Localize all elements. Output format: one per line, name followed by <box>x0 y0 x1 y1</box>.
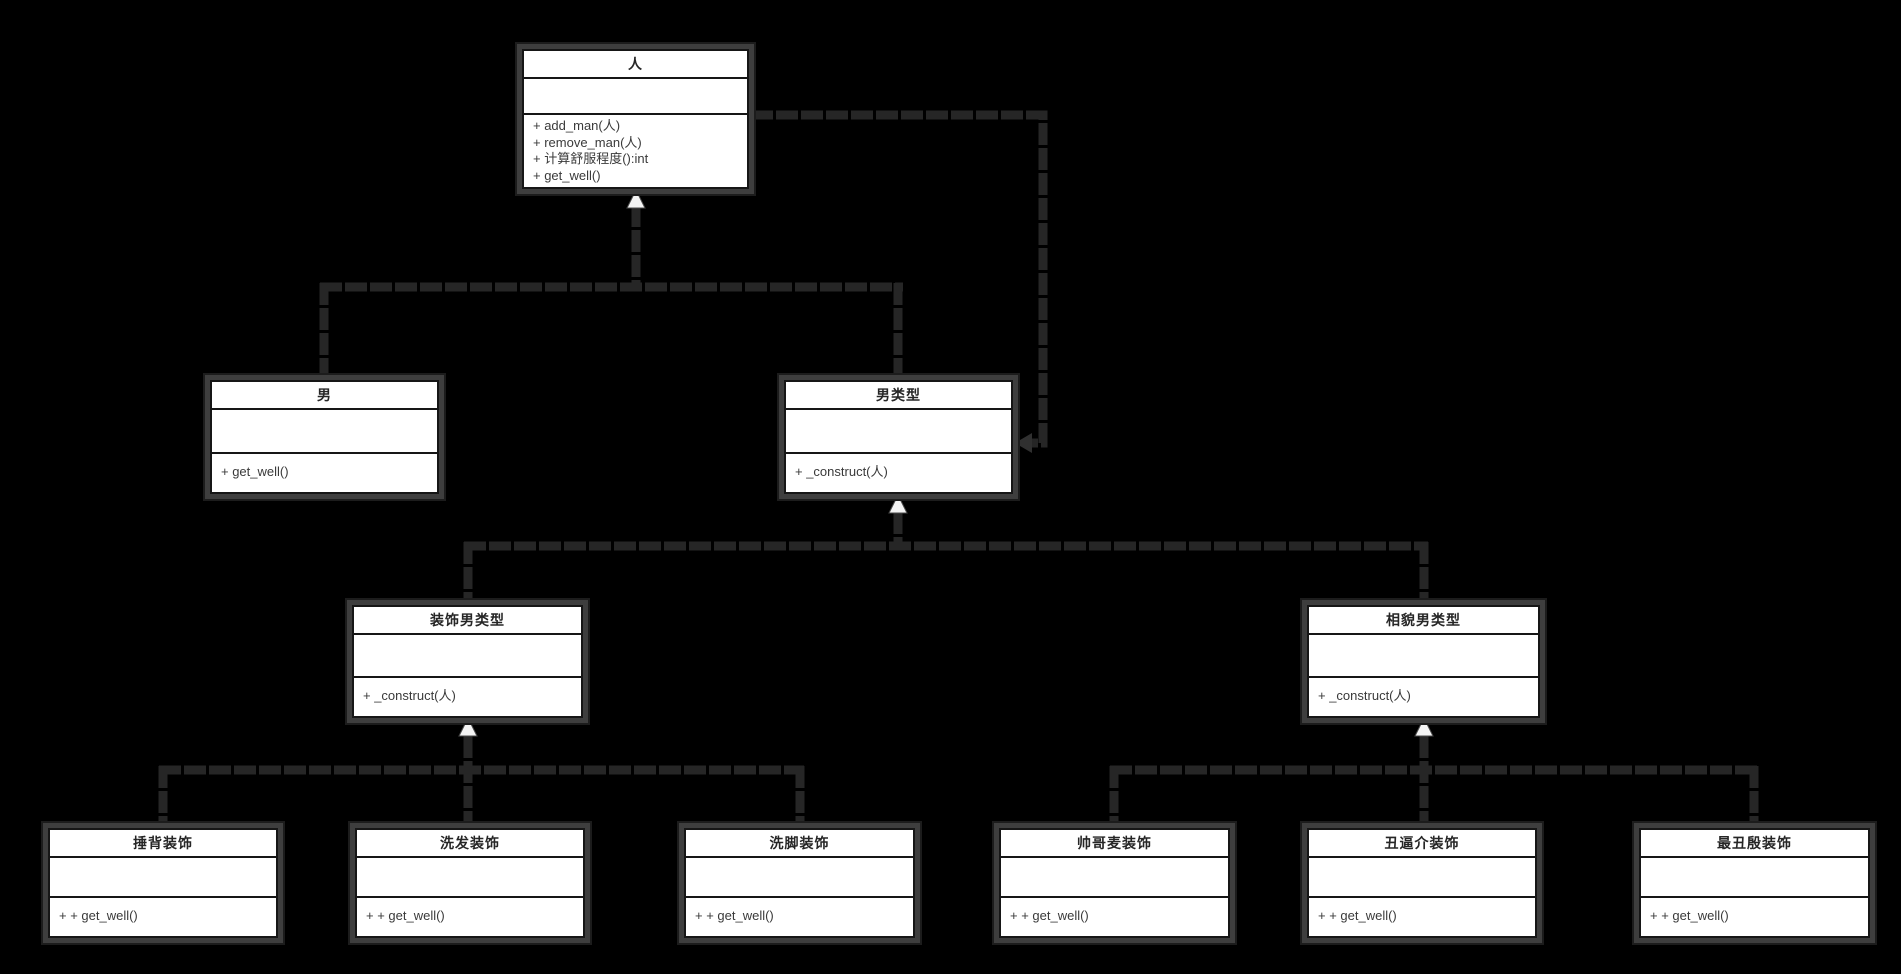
class-attributes <box>357 858 583 898</box>
generalization-arrow-icon <box>1414 716 1434 737</box>
class-box-xifa-decorator[interactable]: 洗发装饰 + + get_well() <box>355 828 585 938</box>
class-title: 男类型 <box>786 382 1011 410</box>
class-box-choubi-decorator[interactable]: 丑逼介装饰 + + get_well() <box>1307 828 1537 938</box>
class-methods: + + get_well() <box>1309 898 1535 936</box>
class-box-man[interactable]: 男 + get_well() <box>210 380 439 494</box>
generalization-connector-to-man-type <box>463 512 1429 605</box>
class-box-xijiao-decorator[interactable]: 洗脚装饰 + + get_well() <box>684 828 915 938</box>
class-attributes <box>212 410 437 454</box>
class-box-zuichou-decorator[interactable]: 最丑殷装饰 + + get_well() <box>1639 828 1870 938</box>
generalization-arrow-icon <box>626 188 646 209</box>
class-title: 洗脚装饰 <box>686 830 913 858</box>
generalization-connector-to-appearance-man-type <box>1109 736 1759 828</box>
method-line: + + get_well() <box>1650 908 1729 923</box>
class-title: 最丑殷装饰 <box>1641 830 1868 858</box>
class-methods: + add_man(人) + remove_man(人) + 计算舒服程度():… <box>524 115 747 187</box>
class-attributes <box>1309 635 1538 678</box>
method-line: + + get_well() <box>1318 908 1397 923</box>
class-methods: + _construct(人) <box>786 454 1011 492</box>
class-box-appearance-man-type[interactable]: 相貌男类型 + _construct(人) <box>1307 605 1540 718</box>
class-title: 男 <box>212 382 437 410</box>
class-attributes <box>786 410 1011 454</box>
class-title: 装饰男类型 <box>354 607 581 635</box>
method-line: + + get_well() <box>59 908 138 923</box>
class-attributes <box>1001 858 1228 898</box>
method-line: + add_man(人) <box>533 118 621 133</box>
class-attributes <box>524 79 747 115</box>
class-methods: + _construct(人) <box>1309 678 1538 716</box>
class-box-shuaige-decorator[interactable]: 帅哥麦装饰 + + get_well() <box>999 828 1230 938</box>
class-methods: + + get_well() <box>1001 898 1228 936</box>
class-attributes <box>50 858 276 898</box>
class-box-person[interactable]: 人 + add_man(人) + remove_man(人) + 计算舒服程度(… <box>522 49 749 189</box>
class-attributes <box>686 858 913 898</box>
method-line: + _construct(人) <box>795 464 888 479</box>
class-box-chuibei-decorator[interactable]: 捶背装饰 + + get_well() <box>48 828 278 938</box>
generalization-arrow-icon <box>888 493 908 514</box>
class-title: 捶背装饰 <box>50 830 276 858</box>
class-title: 帅哥麦装饰 <box>1001 830 1228 858</box>
class-title: 丑逼介装饰 <box>1309 830 1535 858</box>
class-methods: + _construct(人) <box>354 678 581 716</box>
class-methods: + + get_well() <box>357 898 583 936</box>
class-box-man-type[interactable]: 男类型 + _construct(人) <box>784 380 1013 494</box>
method-line: + _construct(人) <box>363 688 456 703</box>
class-attributes <box>1309 858 1535 898</box>
class-title: 相貌男类型 <box>1309 607 1538 635</box>
method-line: + remove_man(人) <box>533 134 642 150</box>
association-connector-person-mantype <box>751 110 1048 448</box>
class-attributes <box>354 635 581 678</box>
method-line: + 计算舒服程度():int <box>533 151 649 166</box>
class-methods: + get_well() <box>212 454 437 492</box>
class-title: 人 <box>524 51 747 79</box>
generalization-connector-to-person <box>319 205 903 380</box>
class-attributes <box>1641 858 1868 898</box>
class-methods: + + get_well() <box>1641 898 1868 936</box>
generalization-arrow-icon <box>458 716 478 737</box>
method-line: + _construct(人) <box>1318 688 1411 703</box>
method-line: + get_well() <box>533 167 601 183</box>
method-line: + + get_well() <box>366 908 445 923</box>
generalization-connector-to-decorate-man-type <box>158 736 805 828</box>
class-box-decorate-man-type[interactable]: 装饰男类型 + _construct(人) <box>352 605 583 718</box>
method-line: + + get_well() <box>1010 908 1089 923</box>
method-line: + get_well() <box>221 464 289 479</box>
class-methods: + + get_well() <box>50 898 276 936</box>
association-arrow-icon <box>1015 433 1032 453</box>
class-methods: + + get_well() <box>686 898 913 936</box>
class-title: 洗发装饰 <box>357 830 583 858</box>
method-line: + + get_well() <box>695 908 774 923</box>
